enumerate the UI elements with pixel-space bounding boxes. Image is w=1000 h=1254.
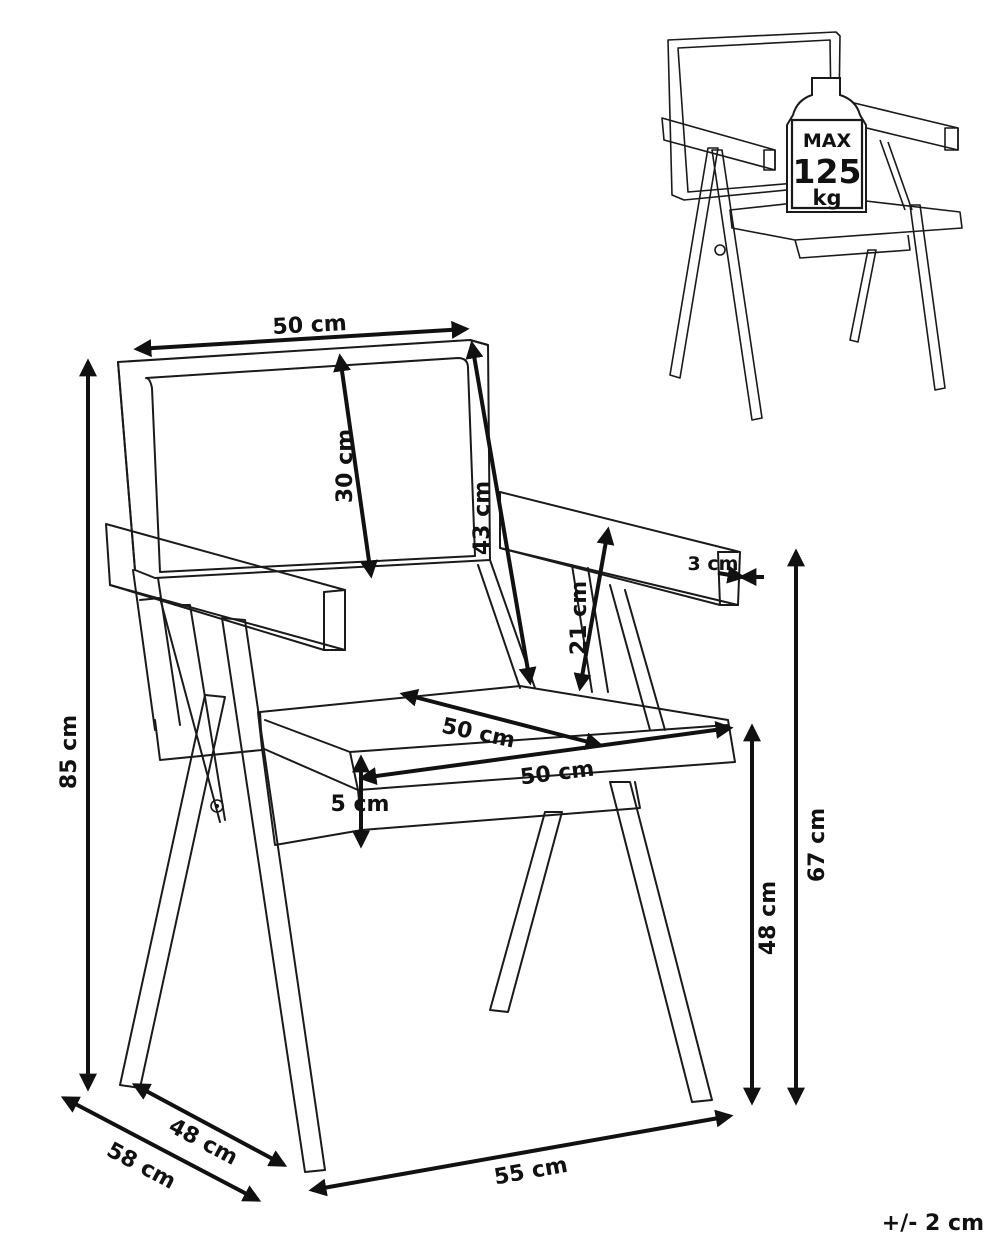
dimension-lines — [60, 320, 805, 1202]
armrest-height-label: 67 cm — [805, 808, 830, 882]
small-chair-drawing: MAX 125 kg — [661, 31, 963, 421]
seat-height-label: 48 cm — [756, 881, 781, 955]
armrest-height-above-seat-dim — [573, 526, 615, 692]
backrest-width-dim — [133, 320, 470, 358]
seat-thickness-label: 5 cm — [331, 792, 390, 817]
seat-width-dim — [358, 721, 734, 785]
back-diagonal-dim — [465, 340, 537, 686]
max-load-value: 125 — [793, 152, 862, 191]
armrest-thickness-arrow-left — [717, 565, 746, 584]
backrest-height-dim — [333, 353, 378, 579]
main-chair-drawing — [105, 339, 741, 1173]
max-label: MAX — [803, 130, 852, 152]
total-width-label: 55 cm — [492, 1153, 569, 1191]
max-load-badge: MAX 125 kg — [786, 77, 867, 213]
backrest-width-label: 50 cm — [272, 311, 347, 340]
total-width-dim — [308, 1109, 734, 1197]
armrest-thickness-label: 3 cm — [688, 553, 739, 575]
armrest-height-above-seat-label: 21 cm — [567, 581, 592, 655]
total-depth-dim — [60, 1096, 262, 1202]
total-height-label: 85 cm — [57, 715, 82, 789]
backrest-height-label: 30 cm — [333, 429, 358, 503]
tolerance-note: +/- 2 cm — [882, 1211, 984, 1236]
back-diagonal-label: 43 cm — [470, 481, 495, 555]
dimension-labels: 50 cm 30 cm 43 cm 21 cm 3 cm 50 cm 50 cm… — [57, 311, 830, 1195]
total-depth-label: 58 cm — [102, 1138, 179, 1195]
max-load-unit: kg — [813, 186, 842, 210]
seat-width-label: 50 cm — [519, 757, 596, 791]
